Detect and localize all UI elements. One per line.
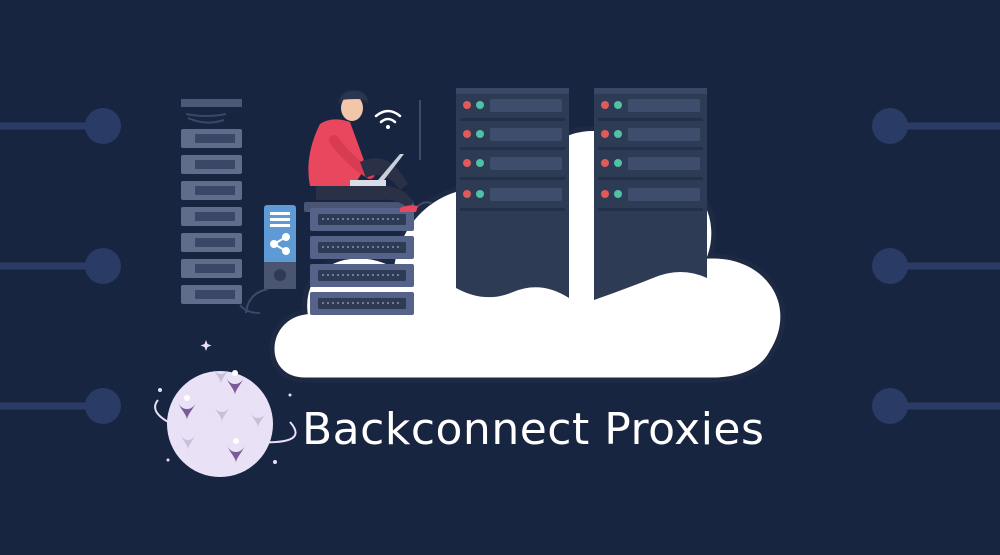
globe-icon: [154, 371, 297, 477]
location-pin-icon: [180, 366, 266, 450]
share-icon: [245, 205, 296, 314]
server-rack-icon: [181, 99, 261, 314]
wifi-icon: [374, 109, 402, 129]
server-rack-icon: [304, 202, 414, 315]
network-connector-icon: [0, 108, 1000, 424]
sparkle-icon: [158, 340, 292, 464]
banner-headline: Backconnect Proxies: [302, 404, 765, 455]
location-pin-icon: [178, 375, 245, 463]
location-pin-icon: [184, 370, 239, 444]
server-tower-icon: [594, 88, 707, 300]
person-with-laptop-icon: [308, 90, 418, 212]
server-tower-icon: [456, 88, 569, 298]
